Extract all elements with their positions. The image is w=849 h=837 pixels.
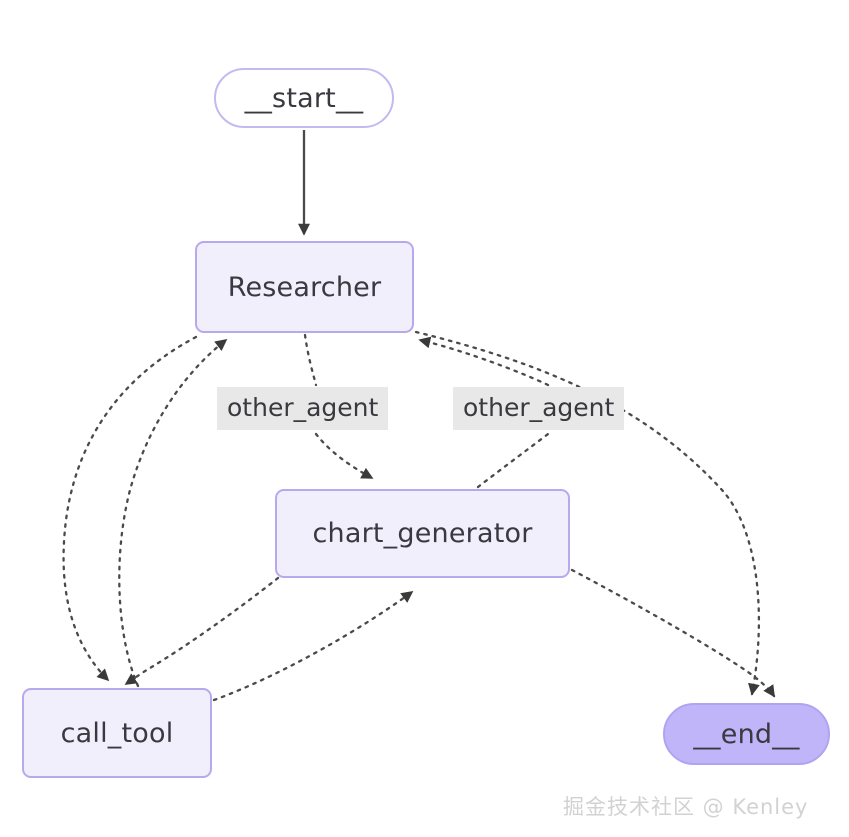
node-start-label: __start__ [244,82,364,114]
node-chart-generator-label: chart_generator [312,518,533,549]
node-start[interactable]: __start__ [214,68,394,128]
edge-researcher-to-end [414,330,761,696]
edge-chart-generator-to-end [570,568,776,698]
edge-chart-generator-to-researcher [420,340,550,489]
node-researcher[interactable]: Researcher [195,241,414,333]
node-researcher-label: Researcher [227,271,382,303]
edge-label-other-agent-left: other_agent [217,387,389,430]
edge-label-other-agent-right: other_agent [453,387,625,430]
edge-chart-generator-to-call-tool [124,576,280,686]
edge-researcher-to-call-tool [62,335,198,682]
node-end-label: __end__ [693,718,800,750]
edge-call-tool-to-researcher [118,338,228,688]
edge-call-tool-to-chart-generator [212,590,414,702]
node-call-tool[interactable]: call_tool [22,688,212,778]
node-call-tool-label: call_tool [60,717,174,749]
node-end[interactable]: __end__ [663,703,830,765]
edge-researcher-to-chart-generator [303,333,372,478]
watermark: 掘金技术社区 @ Kenley [563,795,809,819]
node-chart-generator[interactable]: chart_generator [275,489,570,578]
